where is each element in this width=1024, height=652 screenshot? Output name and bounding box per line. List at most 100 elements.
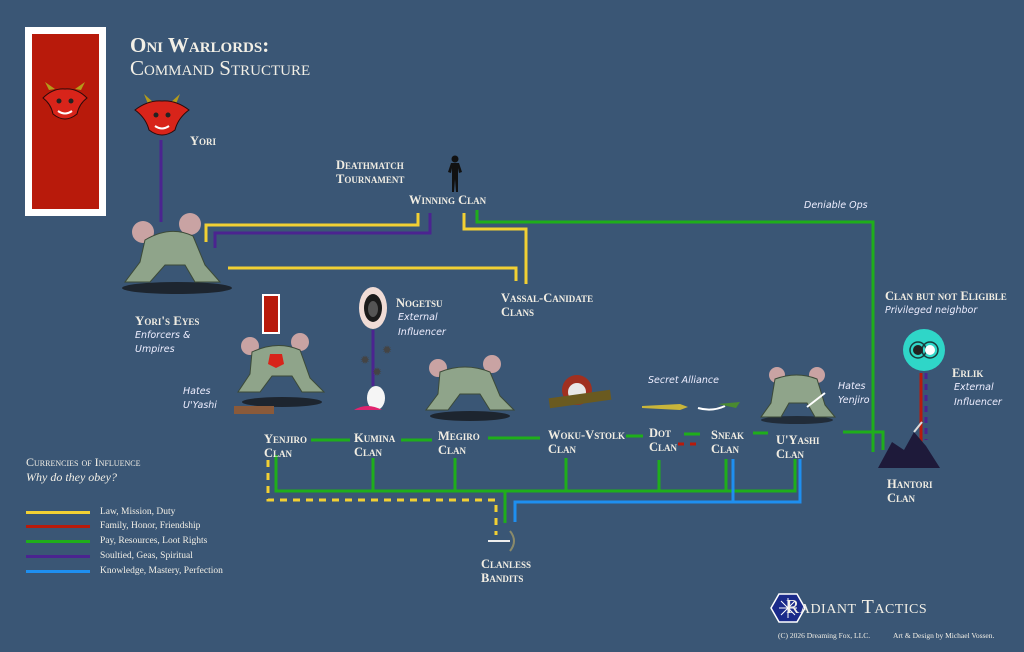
hates-yenjiro-note-1: Hates [838, 381, 866, 392]
erlik-label: Erlik [952, 366, 984, 380]
clan-name: Dot [649, 426, 672, 440]
oni-banner [25, 27, 106, 216]
clanless-bandits-label: Clanless Bandits [481, 557, 531, 585]
clan-name: Sneak [711, 428, 744, 442]
deathmatch-line-2: Tournament [336, 172, 405, 186]
bandits-line-1: Clanless [481, 557, 532, 571]
clan-suffix: Clan [776, 447, 805, 461]
legend-item: Family, Honor, Friendship [26, 519, 200, 533]
nogetsu-emblem-icon [359, 287, 387, 329]
kumina-fox-icon: ✹ ✹ ✹ [354, 343, 392, 410]
clan-name: Woku-Vstolk [548, 428, 626, 442]
title-line-2: Command Structure [130, 56, 311, 80]
oni-mask-icon [42, 82, 88, 120]
privileged-neighbor-note: Privileged neighbor [885, 305, 978, 316]
yori-mask-icon [134, 94, 190, 136]
yoris-eyes-label: Yori's Eyes [135, 313, 200, 328]
deathmatch-label: Deathmatch Tournament [336, 158, 404, 186]
copyright: (C) 2026 Dreaming Fox, LLC. [778, 631, 871, 640]
legend-swatch [26, 554, 90, 558]
erlik-note-2: Influencer [954, 397, 1002, 408]
line-deniable-ops [475, 210, 875, 452]
nogetsu-note-1: External [398, 312, 438, 323]
svg-text:✹: ✹ [360, 353, 370, 367]
uyashi-ogre-icon [760, 367, 837, 424]
winning-clan-label: Winning Clan [409, 193, 487, 207]
legend-item: Knowledge, Mastery, Perfection [26, 564, 223, 578]
pay-bus [274, 455, 797, 523]
brand-name: Radiant Tactics [786, 596, 928, 618]
legend-label: Family, Honor, Friendship [100, 521, 201, 531]
line-winning-vassal-law [462, 213, 528, 284]
line-yenjiro-bandits-law [266, 460, 498, 535]
legend-swatch [26, 539, 90, 543]
legend-label: Soultied, Geas, Spiritual [100, 551, 193, 561]
clan-suffix: Clan [548, 442, 577, 456]
svg-text:✹: ✹ [372, 365, 382, 379]
nogetsu-label: Nogetsu [396, 296, 443, 310]
knowledge-bus [513, 459, 802, 522]
title-line-1: Oni Warlords: [130, 33, 270, 57]
yoris-eyes-ogre-icon [122, 213, 232, 294]
line-winning-eyes-spiritual [213, 213, 432, 248]
radiant-tactics-logo-icon [770, 593, 806, 623]
clan-name: Kumina [354, 431, 396, 445]
vassal-label: Vassal-Canidate Clans [501, 291, 593, 319]
megiro-ogre-icon [425, 355, 516, 421]
fighter-silhouette-icon [448, 155, 462, 192]
vassal-line-2: Clans [501, 305, 535, 319]
yoris-eyes-note-1: Enforcers & [135, 330, 191, 341]
line-eyes-vassal-law [228, 266, 518, 281]
legend-label: Pay, Resources, Loot Rights [100, 536, 208, 546]
legend-title: Currencies of Influence [26, 455, 141, 469]
clan-suffix: Clan [354, 445, 383, 459]
legend-item: Law, Mission, Duty [26, 505, 175, 519]
legend-label: Law, Mission, Duty [100, 507, 176, 517]
deathmatch-line-1: Deathmatch [336, 158, 404, 172]
deniable-ops-note: Deniable Ops [804, 200, 868, 211]
legend-item: Pay, Resources, Loot Rights [26, 534, 207, 548]
clan-name: Yenjiro [264, 432, 308, 446]
clan-suffix: Clan [887, 491, 916, 505]
hates-uyashi-note-1: Hates [183, 386, 211, 397]
hates-uyashi-note-2: U'Yashi [183, 400, 217, 411]
yori-label: Yori [190, 134, 217, 148]
clan-name: U'Yashi [776, 433, 820, 447]
svg-text:✹: ✹ [382, 343, 392, 357]
clan-suffix: Clan [438, 443, 467, 457]
legend-item: Soultied, Geas, Spiritual [26, 549, 193, 563]
erlik-note-1: External [954, 382, 994, 393]
legend-swatch [26, 524, 90, 528]
yenjiro-banner [262, 294, 280, 334]
clan-name: Megiro [438, 429, 480, 443]
legend-subtitle: Why do they obey? [26, 470, 117, 484]
clan-suffix: Clan [711, 442, 740, 456]
secret-alliance-note: Secret Alliance [648, 375, 719, 386]
credit: Art & Design by Michael Vossen. [893, 631, 995, 640]
page-title: Oni Warlords: Command Structure [130, 34, 310, 80]
banner-field [32, 34, 99, 209]
clan-suffix: Clan [649, 440, 678, 454]
clan-not-eligible-label: Clan but not Eligible [885, 289, 1007, 303]
dot-sneak-weapons-icon [642, 402, 740, 411]
nogetsu-note-2: Influencer [398, 327, 446, 338]
line-winning-eyes-law [204, 213, 420, 242]
bandits-line-2: Bandits [481, 571, 524, 585]
line-uyashi-hantori [843, 430, 885, 450]
yenjiro-ogre-icon [234, 333, 326, 414]
hantori-cloak-icon [878, 421, 940, 468]
legend-swatch [26, 510, 90, 514]
crossbow-icon [488, 530, 515, 552]
legend-swatch [26, 569, 90, 573]
clan-name: Hantori [887, 477, 933, 491]
hates-yenjiro-note-2: Yenjiro [838, 395, 870, 406]
clan-suffix: Clan [264, 446, 293, 460]
